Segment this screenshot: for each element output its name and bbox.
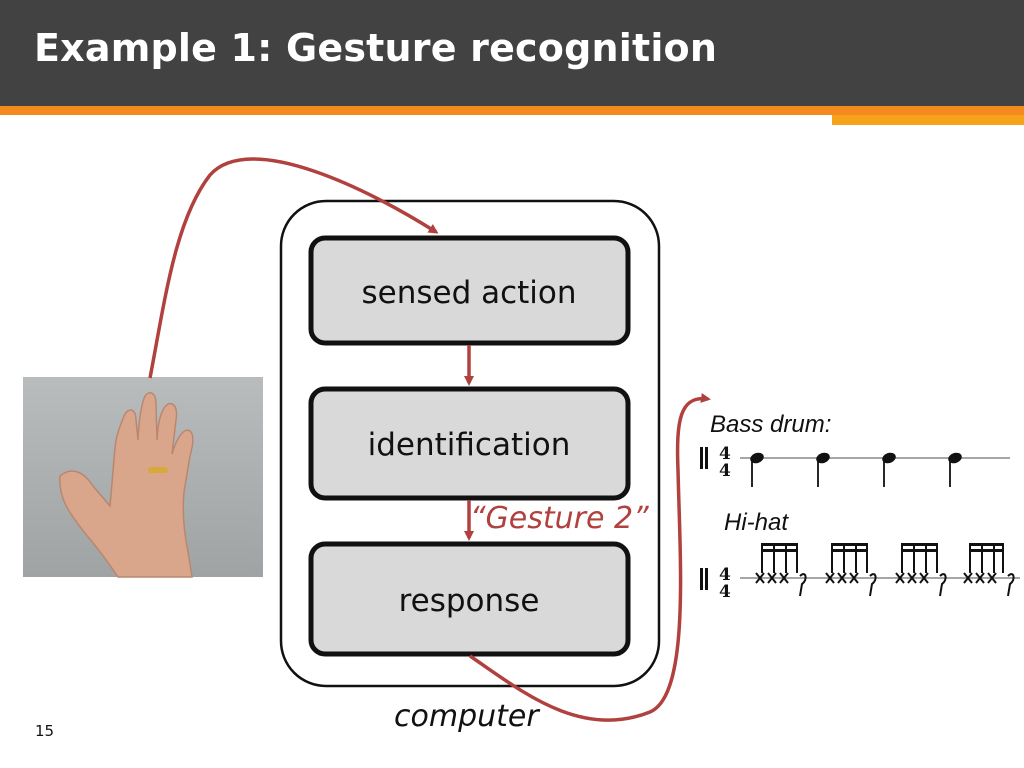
hand-photo [23,377,263,578]
header-accent-tab [832,115,1024,125]
hand-to-sense-arrow [148,157,439,379]
response-to-music-arrow [469,393,711,722]
header-accent-line [0,106,1024,115]
identification-label: identification [368,427,571,463]
slide-title: Example 1: Gesture recognition [34,26,718,70]
response-label: response [399,583,540,619]
identification-box [308,386,631,501]
response-box [308,541,631,657]
svg-text:4: 4 [719,565,731,585]
header-bar [0,0,1024,106]
svg-text:4: 4 [719,444,731,464]
bass-drum-label: Bass drum: [710,411,831,438]
svg-text:4: 4 [719,461,731,481]
computer-label: computer [394,699,540,734]
hi-hat-staff: 4 4 [700,543,1020,602]
hi-hat-label: Hi-hat [724,509,789,536]
slide-number: 15 [35,722,55,740]
sensed-action-box [308,235,631,346]
gesture-label: “Gesture 2” [470,501,649,536]
bass-drum-staff: 4 4 [700,444,1010,487]
svg-text:4: 4 [719,582,731,602]
sensed-action-label: sensed action [361,275,576,311]
